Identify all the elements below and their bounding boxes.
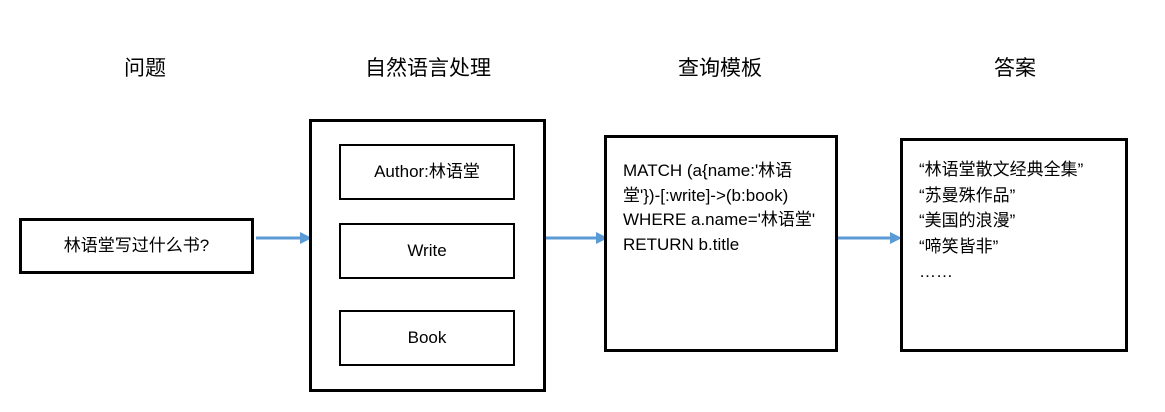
- nlp-entity-book-label: Book: [407, 327, 447, 347]
- answer-line: “啼笑皆非”: [919, 236, 999, 256]
- column-heading-question: 问题: [124, 57, 166, 80]
- nlp-entity-book: Book: [339, 310, 515, 366]
- nlp-container-box: Author:林语堂 Write Book: [309, 119, 546, 392]
- answer-box: “林语堂散文经典全集” “苏曼殊作品” “美国的浪漫” “啼笑皆非” ……: [900, 138, 1128, 352]
- answer-list: “林语堂散文经典全集” “苏曼殊作品” “美国的浪漫” “啼笑皆非” ……: [919, 157, 1117, 285]
- column-heading-nlp: 自然语言处理: [365, 57, 491, 80]
- answer-line-ellipsis: ……: [919, 262, 953, 281]
- arrow-nlp-to-query: [546, 230, 608, 246]
- question-box: 林语堂写过什么书?: [19, 218, 254, 274]
- nlp-relation-write: Write: [339, 223, 515, 279]
- question-text: 林语堂写过什么书?: [63, 235, 210, 255]
- answer-line: “林语堂散文经典全集”: [919, 160, 1084, 179]
- answer-line: “美国的浪漫”: [919, 211, 1016, 230]
- column-heading-query-template: 查询模板: [678, 57, 762, 80]
- arrow-question-to-nlp: [256, 230, 312, 246]
- column-heading-answer: 答案: [994, 57, 1036, 80]
- nlp-relation-write-label: Write: [407, 240, 447, 260]
- cypher-query-text: MATCH (a{name:'林语堂'})-[:write]->(b:book)…: [623, 161, 816, 254]
- arrow-query-to-answer: [838, 230, 902, 246]
- query-template-box: MATCH (a{name:'林语堂'})-[:write]->(b:book)…: [604, 135, 838, 352]
- nlp-entity-author: Author:林语堂: [339, 144, 515, 200]
- nlp-entity-author-label: Author:林语堂: [374, 161, 480, 181]
- answer-line: “苏曼殊作品”: [919, 185, 1016, 205]
